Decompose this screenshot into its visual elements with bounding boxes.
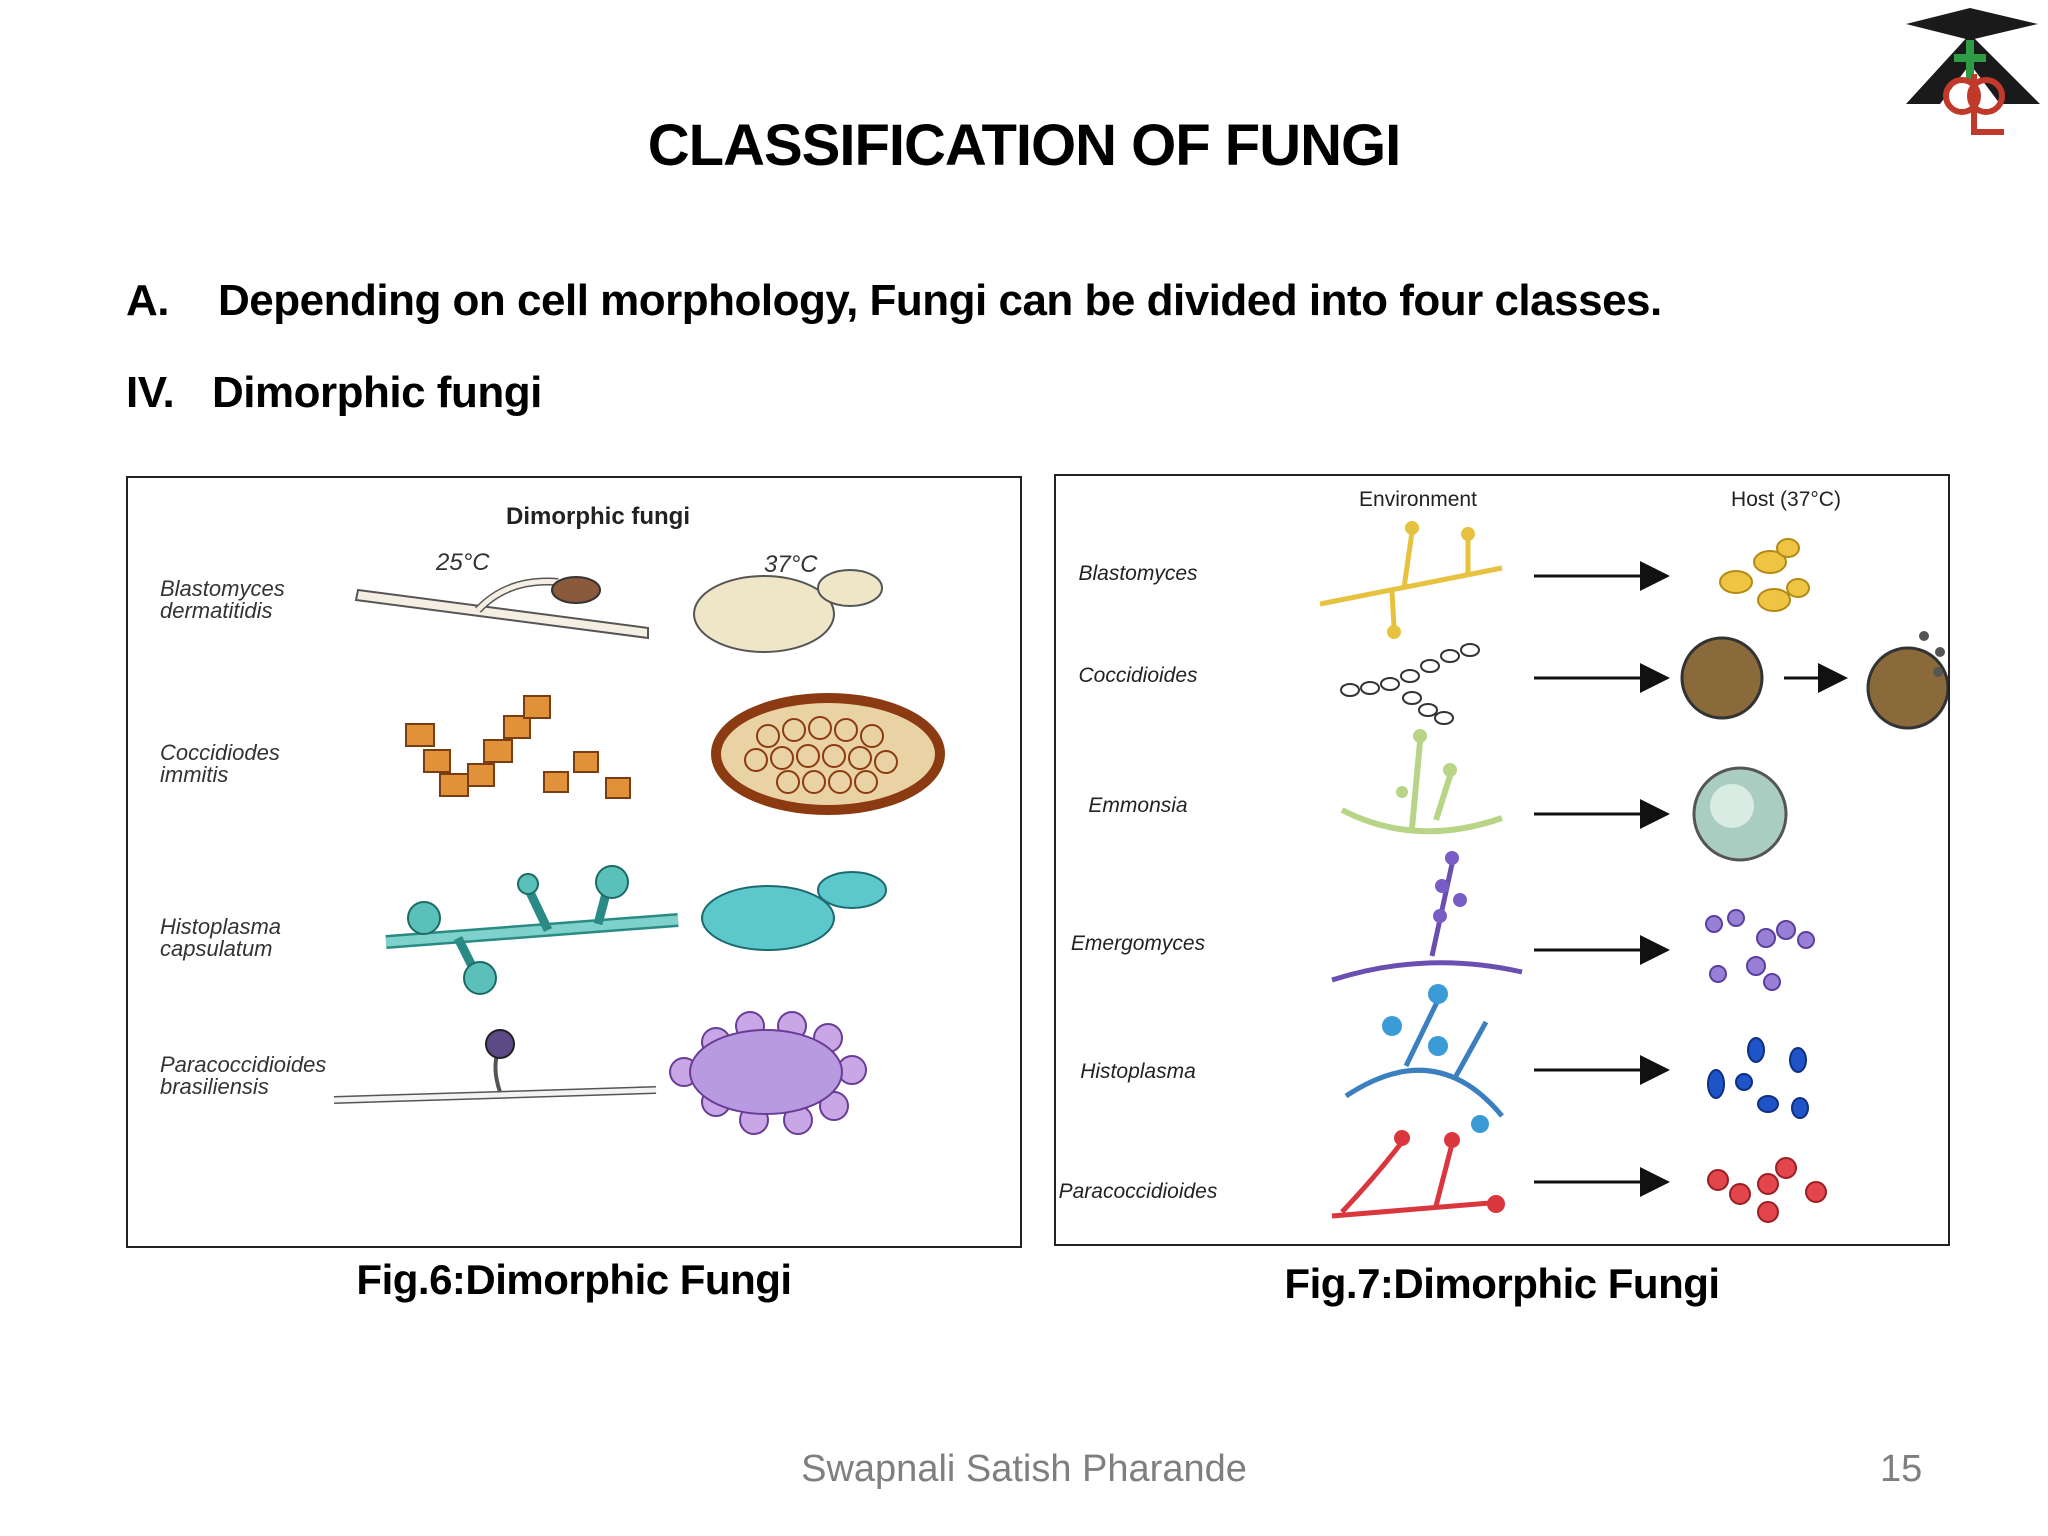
fig7-row-blastomyces: Blastomyces: [1078, 562, 1198, 585]
histoplasma-25c-hypha: [385, 865, 679, 995]
point-a-text: Depending on cell morphology, Fungi can …: [218, 276, 1662, 325]
point-iv-text: Dimorphic fungi: [212, 368, 542, 417]
slide-title: CLASSIFICATION OF FUNGI: [647, 113, 1401, 178]
fig7-col-environment: Environment: [1359, 488, 1477, 511]
fig6-row3-line2: capsulatum: [160, 936, 273, 961]
histoplasma-host-yeast: [1707, 1037, 1809, 1119]
blastomyces-37c-yeast: [693, 569, 883, 653]
fig6-row4-line2: brasiliensis: [160, 1074, 269, 1099]
figure-7: Environment Host (37°C) Blastomyces Cocc…: [1054, 474, 1950, 1246]
fig7-row-emergomyces: Emergomyces: [1071, 932, 1206, 955]
emergomyces-environment: [1331, 851, 1523, 983]
emmonsia-host-adiaspore: [1692, 766, 1788, 862]
histoplasma-37c-yeast: [701, 871, 887, 951]
fig6-row4-line1: Paracoccidioides: [160, 1052, 326, 1077]
histoplasma-environment: [1344, 984, 1504, 1133]
fig6-caption: Fig.6:Dimorphic Fungi: [356, 1256, 792, 1303]
coccidioides-37c-spherule: [711, 693, 945, 815]
fig6-row1-line1: Blastomyces: [160, 576, 285, 601]
footer-author: Swapnali Satish Pharande: [801, 1448, 1247, 1490]
point-iv-marker: IV.: [126, 368, 175, 417]
coccidioides-25c-arthroconidia: [405, 695, 631, 799]
emmonsia-environment: [1340, 729, 1503, 835]
point-a-marker: A.: [126, 276, 170, 325]
fig6-row3-line1: Histoplasma: [160, 914, 281, 939]
institution-logo: [1900, 4, 2046, 140]
fig7-row-paracoccidioides: Paracoccidioides: [1059, 1180, 1218, 1203]
blastomyces-host-yeast: [1719, 538, 1810, 612]
coccidioides-environment: [1340, 643, 1480, 725]
fig6-heading: Dimorphic fungi: [506, 503, 690, 530]
page-number: 15: [1880, 1448, 1923, 1490]
fig6-row1-line2: dermatitidis: [160, 598, 272, 623]
coccidioides-host-spherule: [1680, 631, 1948, 730]
fig7-row-emmonsia: Emmonsia: [1088, 794, 1187, 817]
paracoccidioides-environment: [1331, 1130, 1505, 1219]
fig6-col-25: 25°C: [435, 549, 490, 576]
fig7-caption: Fig.7:Dimorphic Fungi: [1284, 1260, 1720, 1307]
fig6-row2-line2: immitis: [160, 762, 228, 787]
figure-6: Dimorphic fungi 25°C 37°C Blastomyces de…: [126, 476, 1022, 1248]
fig7-row-histoplasma: Histoplasma: [1080, 1060, 1196, 1083]
paracoccidioides-25c-hypha: [333, 1029, 657, 1104]
fig6-col-37: 37°C: [764, 551, 818, 578]
paracoccidioides-host-multibudding: [1707, 1157, 1827, 1223]
paracoccidioides-37c-multibudding: [669, 1011, 867, 1135]
fig7-arrows: [1534, 561, 1848, 1197]
fig6-row2-line1: Coccidiodes: [160, 740, 280, 765]
fig7-row-coccidioides: Coccidioides: [1078, 664, 1198, 687]
blastomyces-environment: [1319, 521, 1503, 639]
emergomyces-host-yeast: [1705, 909, 1815, 991]
fig7-col-host: Host (37°C): [1731, 488, 1841, 511]
blastomyces-25c-hypha: [354, 576, 649, 640]
